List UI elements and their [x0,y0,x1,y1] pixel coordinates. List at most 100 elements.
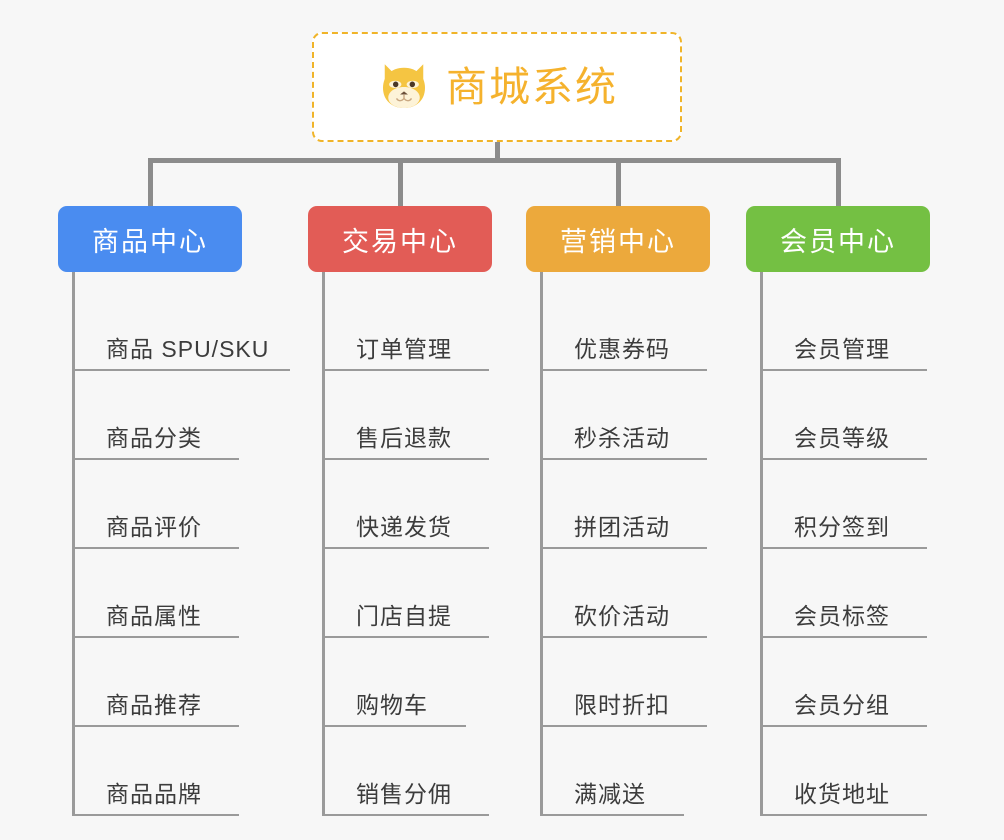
leaf-underline [322,458,489,460]
leaf-item[interactable]: 订单管理 [322,282,492,371]
leaf-item[interactable]: 拼团活动 [540,460,710,549]
leaf-list: 会员管理会员等级积分签到会员标签会员分组收货地址 [760,272,930,816]
leaf-underline [72,369,290,371]
root-node[interactable]: 商城系统 [312,32,682,142]
leaf-item[interactable]: 商品评价 [72,460,242,549]
leaf-item[interactable]: 收货地址 [760,727,930,816]
leaf-underline [540,725,707,727]
leaf-item-label: 优惠券码 [574,336,670,362]
leaf-item[interactable]: 秒杀活动 [540,371,710,460]
leaf-underline [72,725,239,727]
leaf-item-label: 秒杀活动 [574,425,670,451]
leaf-underline [540,636,707,638]
leaf-item-label: 订单管理 [356,336,452,362]
branch-trunk-line [540,272,543,816]
leaf-underline [760,636,927,638]
leaf-item[interactable]: 快递发货 [322,460,492,549]
leaf-item-label: 商品评价 [106,514,202,540]
leaf-item[interactable]: 优惠券码 [540,282,710,371]
leaf-item[interactable]: 砍价活动 [540,549,710,638]
category-box[interactable]: 营销中心 [526,206,710,272]
leaf-underline [322,547,489,549]
leaf-list: 优惠券码秒杀活动拼团活动砍价活动限时折扣满减送 [540,272,710,816]
branch-drop-line-0 [148,158,153,206]
leaf-item-label: 会员标签 [794,603,890,629]
branch-drop-line-2 [616,158,621,206]
leaf-item-label: 快递发货 [356,514,452,540]
leaf-underline [72,636,239,638]
leaf-item-label: 会员管理 [794,336,890,362]
leaf-underline [760,814,927,816]
leaf-item-label: 商品推荐 [106,692,202,718]
leaf-item[interactable]: 积分签到 [760,460,930,549]
leaf-item-label: 拼团活动 [574,514,670,540]
leaf-item[interactable]: 售后退款 [322,371,492,460]
root-title: 商城系统 [446,63,618,110]
leaf-underline [760,725,927,727]
leaf-item[interactable]: 商品分类 [72,371,242,460]
leaf-item-label: 积分签到 [794,514,890,540]
leaf-underline [72,547,239,549]
leaf-item-label: 商品 SPU/SKU [106,336,270,362]
leaf-item-label: 砍价活动 [574,603,670,629]
leaf-item-label: 门店自提 [356,603,452,629]
root-stem [495,142,500,163]
leaf-item-label: 会员等级 [794,425,890,451]
leaf-underline [72,458,239,460]
leaf-underline [322,814,489,816]
branch-column: 交易中心订单管理售后退款快递发货门店自提购物车销售分佣 [308,206,492,816]
category-label: 交易中心 [342,226,458,257]
branch-drop-line-1 [398,158,403,206]
leaf-underline [540,814,684,816]
leaf-item[interactable]: 会员分组 [760,638,930,727]
leaf-item[interactable]: 商品品牌 [72,727,242,816]
leaf-list: 订单管理售后退款快递发货门店自提购物车销售分佣 [322,272,492,816]
leaf-item-label: 收货地址 [794,781,890,807]
category-label: 会员中心 [780,226,896,257]
leaf-underline [760,547,927,549]
leaf-item[interactable]: 会员等级 [760,371,930,460]
leaf-item[interactable]: 销售分佣 [322,727,492,816]
leaf-item-label: 限时折扣 [574,692,670,718]
leaf-underline [322,725,466,727]
leaf-item[interactable]: 商品 SPU/SKU [72,282,290,371]
leaf-item[interactable]: 门店自提 [322,549,492,638]
leaf-underline [72,814,239,816]
leaf-item-label: 商品分类 [106,425,202,451]
leaf-underline [540,547,707,549]
leaf-underline [322,369,489,371]
branch-trunk-line [760,272,763,816]
category-label: 营销中心 [560,226,676,257]
branch-drop-line-3 [836,158,841,206]
leaf-underline [540,369,707,371]
leaf-underline [760,458,927,460]
branch-trunk-line [322,272,325,816]
leaf-item[interactable]: 商品推荐 [72,638,242,727]
branch-column: 营销中心优惠券码秒杀活动拼团活动砍价活动限时折扣满减送 [526,206,710,816]
leaf-item[interactable]: 会员标签 [760,549,930,638]
category-box[interactable]: 商品中心 [58,206,242,272]
leaf-item-label: 售后退款 [356,425,452,451]
leaf-item-label: 销售分佣 [356,781,452,807]
leaf-underline [322,636,489,638]
branch-trunk-line [72,272,75,816]
leaf-item-label: 购物车 [356,692,428,718]
shiba-dog-face-icon [383,64,425,108]
category-box[interactable]: 会员中心 [746,206,930,272]
leaf-item[interactable]: 购物车 [322,638,492,727]
leaf-item-label: 商品品牌 [106,781,202,807]
leaf-list: 商品 SPU/SKU 商品分类商品评价商品属性商品推荐商品品牌 [72,272,290,816]
leaf-item-label: 会员分组 [794,692,890,718]
category-box[interactable]: 交易中心 [308,206,492,272]
leaf-underline [760,369,927,371]
leaf-item[interactable]: 会员管理 [760,282,930,371]
leaf-underline [540,458,707,460]
leaf-item-label: 满减送 [574,781,646,807]
branch-column: 会员中心会员管理会员等级积分签到会员标签会员分组收货地址 [746,206,930,816]
leaf-item[interactable]: 商品属性 [72,549,242,638]
leaf-item-label: 商品属性 [106,603,202,629]
branch-bus-line [148,158,841,163]
leaf-item[interactable]: 满减送 [540,727,710,816]
leaf-item[interactable]: 限时折扣 [540,638,710,727]
